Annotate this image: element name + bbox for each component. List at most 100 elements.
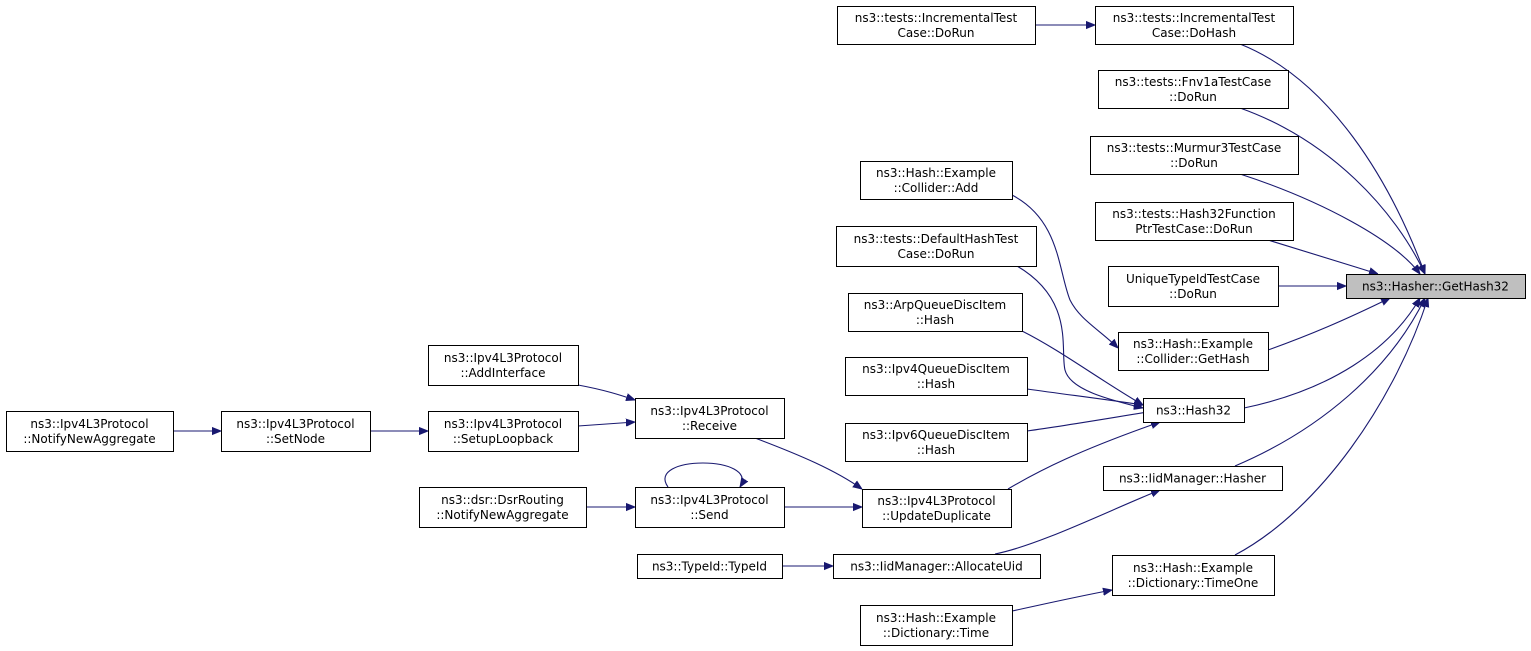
node-fnv[interactable]: ns3::tests::Fnv1aTestCase::DoRun (1098, 70, 1289, 109)
node-box[interactable] (837, 6, 1036, 45)
edge-send-to-send (664, 462, 742, 487)
node-label-line: ns3::Ipv4L3Protocol (444, 417, 562, 431)
node-box[interactable] (428, 345, 579, 386)
node-ipv4q[interactable]: ns3::Ipv4QueueDiscItem::Hash (845, 357, 1028, 396)
node-label-line: ns3::Hasher::GetHash32 (1362, 280, 1509, 294)
node-coll_gethash[interactable]: ns3::Hash::Example::Collider::GetHash (1118, 332, 1269, 371)
node-label-line: ns3::Ipv4L3Protocol (444, 351, 562, 365)
node-label-line: ns3::tests::Fnv1aTestCase (1115, 75, 1272, 89)
edge-deftest-to-hash32 (1016, 265, 1143, 408)
node-timeone[interactable]: ns3::Hash::Example::Dictionary::TimeOne (1112, 555, 1275, 596)
node-label-line: ::DoRun (1170, 156, 1218, 170)
node-box[interactable] (6, 411, 174, 452)
node-box[interactable] (1098, 70, 1289, 109)
node-box[interactable] (1095, 6, 1294, 45)
node-box[interactable] (848, 293, 1023, 332)
node-loopback[interactable]: ns3::Ipv4L3Protocol::SetupLoopback (428, 411, 579, 452)
node-send[interactable]: ns3::Ipv4L3Protocol::Send (635, 487, 785, 528)
node-label-line: ns3::Ipv4L3Protocol (30, 417, 148, 431)
node-box[interactable] (845, 357, 1028, 396)
node-box[interactable] (833, 554, 1041, 579)
node-coll_add[interactable]: ns3::Hash::Example::Collider::Add (860, 161, 1013, 200)
node-box[interactable] (635, 487, 785, 528)
node-box[interactable] (1095, 202, 1294, 241)
edge-receive-to-updup (754, 437, 862, 489)
node-setnode[interactable]: ns3::Ipv4L3Protocol::SetNode (221, 411, 371, 452)
node-box[interactable] (1108, 266, 1279, 307)
node-label-line: ns3::Ipv4L3Protocol (236, 417, 354, 431)
node-label-line: Case::DoRun (897, 247, 974, 261)
edge-coll_gethash-to-gethash32 (1267, 298, 1390, 351)
node-murmur[interactable]: ns3::tests::Murmur3TestCase::DoRun (1090, 136, 1299, 175)
edge-ipv4q-to-hash32 (1026, 388, 1143, 405)
node-box[interactable] (860, 605, 1013, 646)
node-box[interactable] (1112, 555, 1275, 596)
node-label-line: ::NotifyNewAggregate (23, 432, 155, 446)
node-iidhasher[interactable]: ns3::IidManager::Hasher (1103, 466, 1283, 491)
node-label-line: ::NotifyNewAggregate (436, 508, 568, 522)
node-label-line: ::SetNode (266, 432, 325, 446)
edge-murmur-to-gethash32 (1239, 173, 1420, 274)
node-label-line: ::Dictionary::Time (883, 626, 989, 640)
node-label-line: ::SetupLoopback (453, 432, 553, 446)
node-box[interactable] (862, 489, 1012, 528)
node-label-line: ns3::tests::IncrementalTest (855, 11, 1018, 25)
node-updup[interactable]: ns3::Ipv4L3Protocol::UpdateDuplicate (862, 489, 1012, 528)
node-box[interactable] (635, 398, 785, 439)
edge-hash32-to-gethash32 (1243, 298, 1420, 409)
node-label-line: ns3::IidManager::AllocateUid (850, 560, 1023, 574)
node-label-line: ns3::Hash::Example (1133, 561, 1253, 575)
node-typeid[interactable]: ns3::TypeId::TypeId (637, 554, 783, 579)
node-ipv6q[interactable]: ns3::Ipv6QueueDiscItem::Hash (845, 423, 1028, 462)
node-dsr[interactable]: ns3::dsr::DsrRouting::NotifyNewAggregate (419, 487, 587, 528)
node-label-line: ns3::Ipv4L3Protocol (650, 493, 768, 507)
node-label-line: ns3::Hash::Example (1133, 337, 1253, 351)
node-label-line: ::Collider::GetHash (1136, 352, 1249, 366)
edge-arpq-to-hash32 (1021, 330, 1143, 405)
node-notify[interactable]: ns3::Ipv4L3Protocol::NotifyNewAggregate (6, 411, 174, 452)
node-label-line: ::Dictionary::TimeOne (1128, 576, 1259, 590)
node-label-line: ns3::Hash::Example (876, 166, 996, 180)
node-box[interactable] (221, 411, 371, 452)
node-box[interactable] (1143, 398, 1245, 423)
node-box[interactable] (1090, 136, 1299, 175)
node-label-line: ns3::Hash::Example (876, 611, 996, 625)
node-gethash32[interactable]: ns3::Hasher::GetHash32 (1346, 274, 1526, 299)
node-arpq[interactable]: ns3::ArpQueueDiscItem::Hash (848, 293, 1023, 332)
node-box[interactable] (1103, 466, 1283, 491)
node-label-line: ::DoRun (1169, 287, 1217, 301)
edge-timeone-to-gethash32 (1234, 298, 1428, 556)
node-label-line: ns3::tests::IncrementalTest (1113, 11, 1276, 25)
node-label-line: ::DoRun (1169, 90, 1217, 104)
node-label-line: ::Hash (917, 443, 955, 457)
node-receive[interactable]: ns3::Ipv4L3Protocol::Receive (635, 398, 785, 439)
node-h32fp[interactable]: ns3::tests::Hash32FunctionPtrTestCase::D… (1095, 202, 1294, 241)
nodes-layer: ns3::Hasher::GetHash32 ns3::tests::Increm… (6, 6, 1526, 646)
node-label-line: ns3::dsr::DsrRouting (441, 493, 564, 507)
edge-alloc-to-iidhasher (994, 489, 1160, 555)
node-box[interactable] (428, 411, 579, 452)
node-box[interactable] (419, 487, 587, 528)
node-label-line: ::Hash (916, 313, 954, 327)
node-label-line: ns3::tests::Murmur3TestCase (1107, 141, 1282, 155)
edge-ipv6q-to-hash32 (1026, 410, 1160, 432)
node-box[interactable] (1346, 274, 1526, 299)
node-addif[interactable]: ns3::Ipv4L3Protocol::AddInterface (428, 345, 579, 386)
edge-addif-to-receive (577, 384, 635, 400)
node-uniq[interactable]: UniqueTypeIdTestCase::DoRun (1108, 266, 1279, 307)
node-hash32[interactable]: ns3::Hash32 (1143, 398, 1245, 423)
node-dtime[interactable]: ns3::Hash::Example::Dictionary::Time (860, 605, 1013, 646)
edge-fnv-to-gethash32 (1239, 107, 1425, 274)
node-alloc[interactable]: ns3::IidManager::AllocateUid (833, 554, 1041, 579)
node-box[interactable] (860, 161, 1013, 200)
node-box[interactable] (836, 226, 1037, 267)
node-box[interactable] (637, 554, 783, 579)
node-box[interactable] (845, 423, 1028, 462)
node-label-line: ns3::TypeId::TypeId (652, 560, 767, 574)
node-label-line: ::Hash (917, 377, 955, 391)
node-box[interactable] (1118, 332, 1269, 371)
edge-h32fp-to-gethash32 (1267, 239, 1378, 274)
